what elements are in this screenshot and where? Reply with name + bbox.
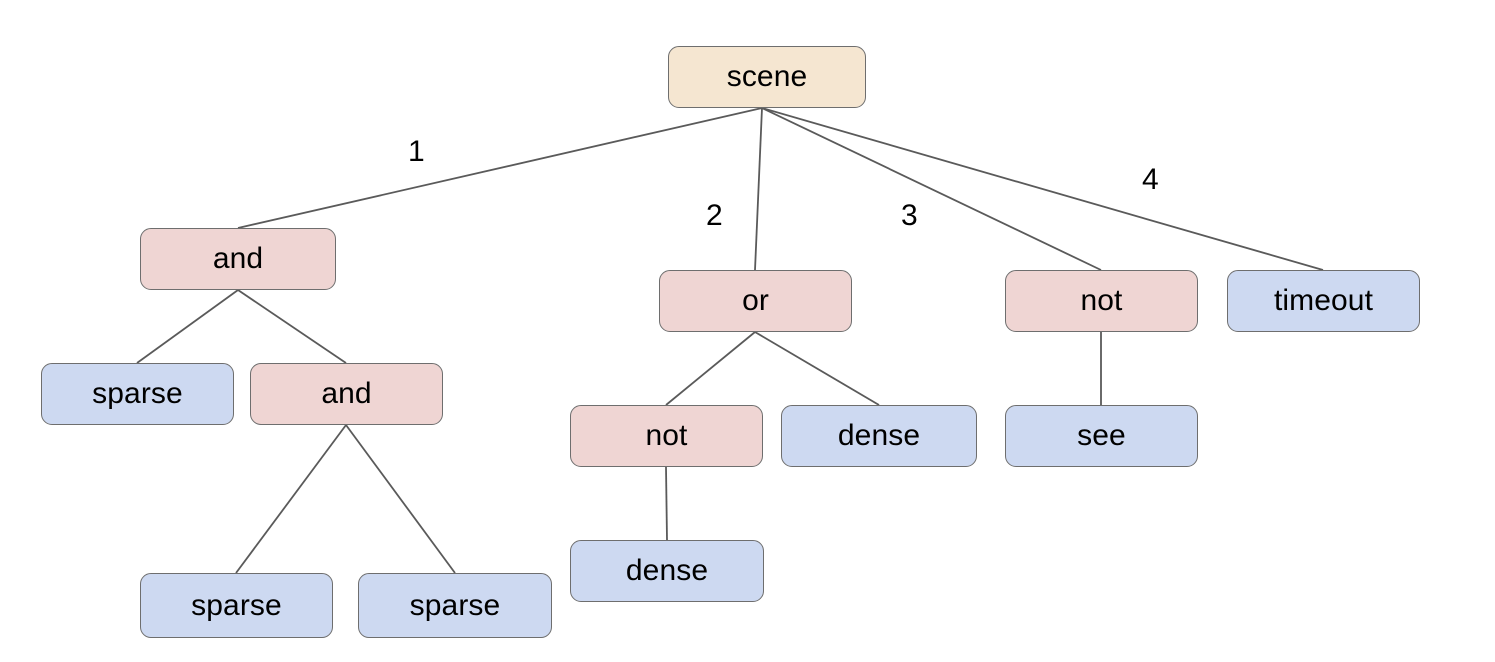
tree-edge-and1-to-sparse1 — [136, 289, 239, 364]
edge-label-4: 4 — [1142, 163, 1159, 196]
tree-edge-scene-to-and1 — [237, 107, 763, 229]
tree-node-not1[interactable]: not — [1005, 270, 1198, 332]
tree-edge-scene-to-not1 — [761, 107, 1102, 271]
edge-label-2: 2 — [706, 199, 723, 232]
tree-edge-and2-to-sparse3 — [345, 424, 456, 574]
edge-label-1: 1 — [408, 135, 425, 168]
tree-node-dense1[interactable]: dense — [781, 405, 977, 467]
tree-node-sparse1[interactable]: sparse — [41, 363, 234, 425]
tree-edge-scene-to-or1 — [754, 107, 763, 271]
tree-edge-and1-to-and2 — [237, 289, 347, 364]
tree-node-and1[interactable]: and — [140, 228, 336, 290]
tree-edge-and2-to-sparse2 — [235, 424, 347, 574]
tree-node-see1[interactable]: see — [1005, 405, 1198, 467]
tree-edge-or1-to-dense1 — [754, 331, 880, 406]
tree-edge-or1-to-not2 — [665, 331, 756, 406]
edge-label-3: 3 — [901, 199, 918, 232]
tree-edge-not2-to-dense2 — [665, 466, 668, 541]
tree-node-or1[interactable]: or — [659, 270, 852, 332]
tree-node-not2[interactable]: not — [570, 405, 763, 467]
tree-node-sparse2[interactable]: sparse — [140, 573, 333, 638]
tree-node-timeout1[interactable]: timeout — [1227, 270, 1420, 332]
tree-edge-scene-to-timeout1 — [761, 107, 1324, 271]
tree-node-and2[interactable]: and — [250, 363, 443, 425]
tree-node-sparse3[interactable]: sparse — [358, 573, 552, 638]
tree-node-scene[interactable]: scene — [668, 46, 866, 108]
tree-node-dense2[interactable]: dense — [570, 540, 764, 602]
